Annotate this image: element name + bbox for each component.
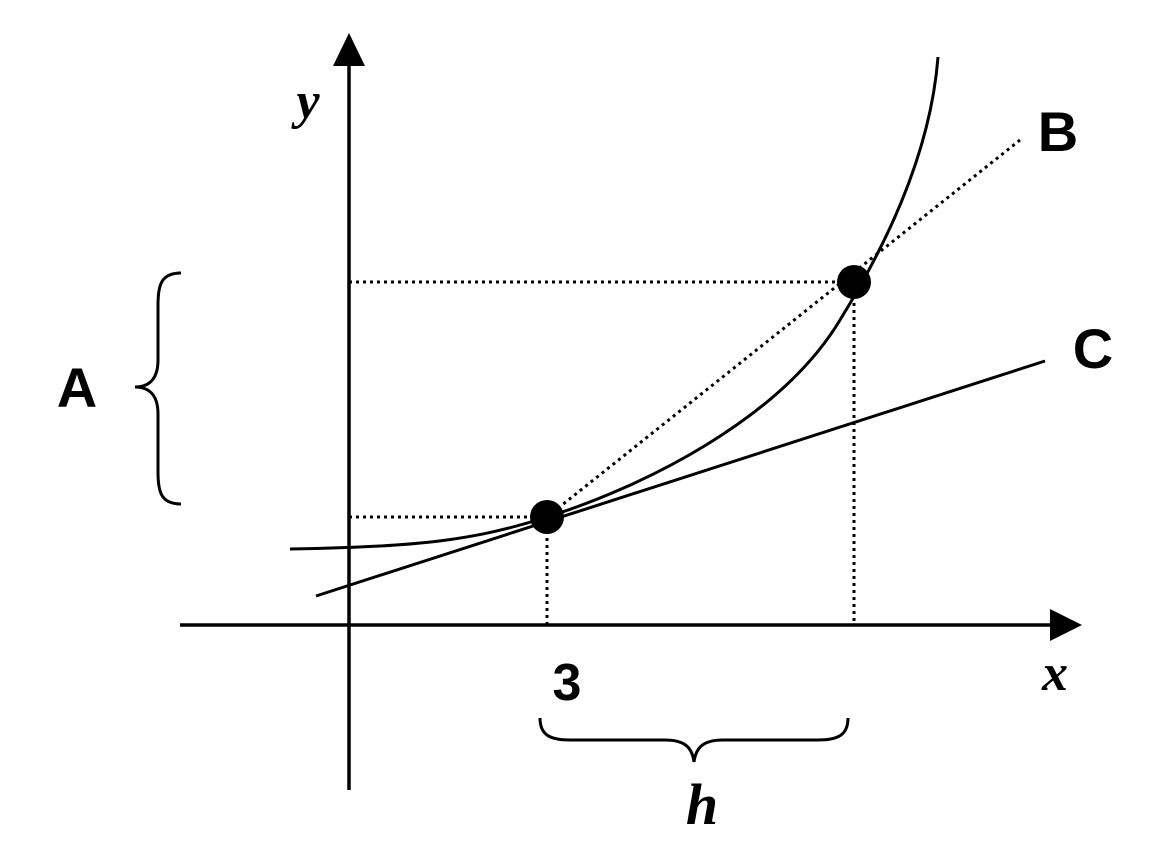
- tangent-label-c: C: [1073, 317, 1113, 380]
- function-curve: [289, 56, 940, 551]
- point-upper: [837, 265, 871, 299]
- point-lower: [530, 500, 564, 534]
- interval-label-h: h: [686, 772, 718, 837]
- y-axis-label: y: [290, 73, 320, 130]
- rise-label-a: A: [57, 356, 97, 419]
- secant-label-b: B: [1038, 100, 1078, 163]
- guide-lines: [349, 138, 1021, 625]
- x-axis-label: x: [1041, 645, 1068, 702]
- brace-a: [134, 271, 182, 506]
- x-axis-arrowhead: [1050, 609, 1082, 641]
- y-axis-arrowhead: [333, 33, 365, 66]
- brace-h: [538, 717, 850, 763]
- tangent-line-c: [315, 359, 1046, 598]
- axes: [180, 62, 1058, 790]
- secant-line-b: [546, 138, 1021, 519]
- x-tick-label-3: 3: [553, 654, 582, 712]
